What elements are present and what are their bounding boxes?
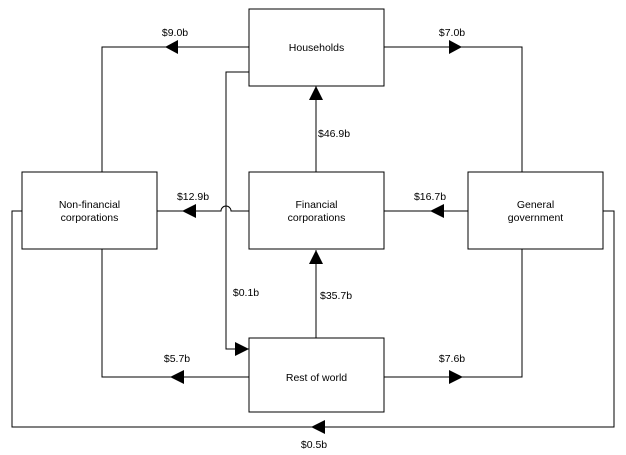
- connector-hh-nfc: [101, 46, 249, 172]
- node-label: Households: [289, 42, 344, 54]
- node-label: corporations: [61, 212, 119, 224]
- arrow-left-icon: [430, 204, 444, 218]
- flow-label-fin-hh: $46.9b: [318, 128, 350, 140]
- connector-row-nfc: [101, 249, 249, 378]
- node-label: government: [508, 212, 564, 224]
- arrow-right-icon: [235, 342, 249, 356]
- flow-label-fin-nfc: $12.9b: [177, 191, 209, 203]
- node-label: Rest of world: [286, 372, 347, 384]
- node-households: Households: [248, 8, 385, 87]
- flow-label-gov-fin: $16.7b: [414, 191, 446, 203]
- node-rest-of-world: Rest of world: [248, 337, 385, 413]
- arrow-right-icon: [449, 40, 462, 54]
- connector-fin-nfc: [157, 205, 249, 212]
- flow-label-gov-nfc: $0.5b: [301, 439, 327, 451]
- flow-label-hh-row: $0.1b: [233, 287, 259, 299]
- arrowheads: [165, 40, 463, 434]
- arrow-left-icon: [311, 420, 325, 434]
- flow-label-row-fin: $35.7b: [320, 290, 352, 302]
- arrow-left-icon: [170, 370, 184, 384]
- node-label: corporations: [288, 212, 346, 224]
- flow-label-row-nfc: $5.7b: [164, 353, 190, 365]
- arrow-left-icon: [182, 204, 196, 218]
- connector-hh-gov: [384, 46, 523, 172]
- node-label: Non-financial: [59, 199, 120, 211]
- arrow-up-icon: [309, 250, 323, 264]
- node-label: General: [517, 199, 554, 211]
- flow-label-hh-gov: $7.0b: [439, 27, 465, 39]
- arrow-right-icon: [449, 370, 463, 384]
- node-general-government: General government: [467, 171, 604, 250]
- flow-label-hh-nfc: $9.0b: [162, 27, 188, 39]
- node-label: Financial: [295, 199, 337, 211]
- node-financial-corporations: Financial corporations: [248, 171, 385, 250]
- arrow-up-icon: [309, 86, 323, 100]
- flow-label-row-gov: $7.6b: [439, 353, 465, 365]
- flow-labels: $9.0b $7.0b $46.9b $12.9b $16.7b $0.1b $…: [162, 27, 465, 451]
- node-non-financial-corporations: Non-financial corporations: [21, 171, 158, 250]
- connector-row-gov: [384, 249, 523, 378]
- arrow-left-icon: [165, 40, 178, 54]
